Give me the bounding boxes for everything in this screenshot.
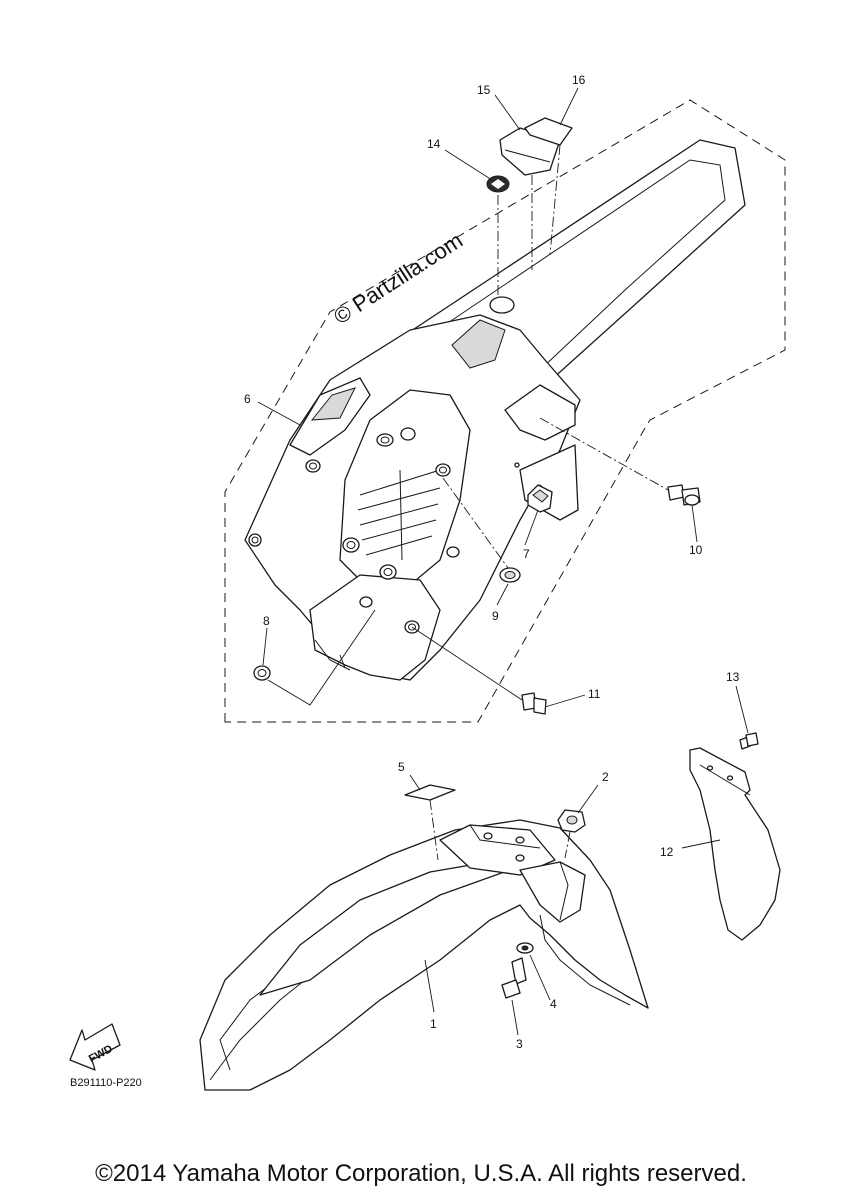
callout-12: 12 (660, 845, 674, 859)
fork-guard-12[interactable] (689, 747, 781, 941)
callout-11: 11 (588, 687, 601, 701)
leader-5-down (429, 799, 439, 861)
grommet-9[interactable] (499, 567, 521, 583)
fender-vent-slots (357, 469, 441, 561)
diagram-code: B291110-P220 (70, 1077, 142, 1089)
leader-15-16-down (531, 144, 561, 270)
callout-9: 9 (492, 609, 499, 623)
callout-13: 13 (726, 670, 740, 684)
callout-3: 3 (516, 1037, 523, 1051)
collar-8[interactable] (253, 665, 271, 681)
leader-11-to-hole (411, 626, 523, 701)
callout-14: 14 (427, 137, 441, 151)
screw-13[interactable] (739, 732, 759, 750)
bolt-11[interactable] (521, 692, 547, 715)
callout-2: 2 (602, 770, 609, 784)
leader-9-hole (442, 477, 509, 569)
callout-5: 5 (398, 760, 405, 774)
clip-nut-7[interactable] (527, 484, 553, 513)
rear-fender-assembly-boundary (224, 99, 786, 723)
callout-8: 8 (263, 614, 270, 628)
nut-2[interactable] (557, 809, 586, 833)
bolt-10[interactable] (667, 484, 701, 506)
callout-7: 7 (523, 547, 530, 561)
callout-10: 10 (689, 543, 703, 557)
callout-1: 1 (430, 1017, 437, 1031)
leader-10-to-bracket (539, 417, 669, 491)
callout-4: 4 (550, 997, 557, 1011)
bolt-3[interactable] (501, 957, 527, 999)
callout-numbers: 1 2 3 4 5 6 7 8 9 10 11 12 13 14 15 16 (244, 73, 740, 1051)
yamaha-emblem-14[interactable] (486, 175, 510, 193)
washer-4[interactable] (516, 942, 534, 954)
callout-16: 16 (572, 73, 586, 87)
leader-8-lines (267, 609, 376, 706)
fender-mount-holes (248, 427, 460, 634)
rear-fender[interactable] (244, 139, 746, 681)
copyright-notice: ©2014 Yamaha Motor Corporation, U.S.A. A… (95, 1160, 747, 1187)
callout-15: 15 (477, 83, 491, 97)
callout-leaders (257, 87, 749, 1036)
forward-direction-arrow: FWD (69, 1023, 121, 1071)
leader-2-down (564, 831, 571, 859)
emblem-mount-hole (489, 296, 515, 314)
callout-6: 6 (244, 392, 251, 406)
front-fender[interactable] (199, 819, 649, 1091)
label-5[interactable] (404, 784, 456, 801)
